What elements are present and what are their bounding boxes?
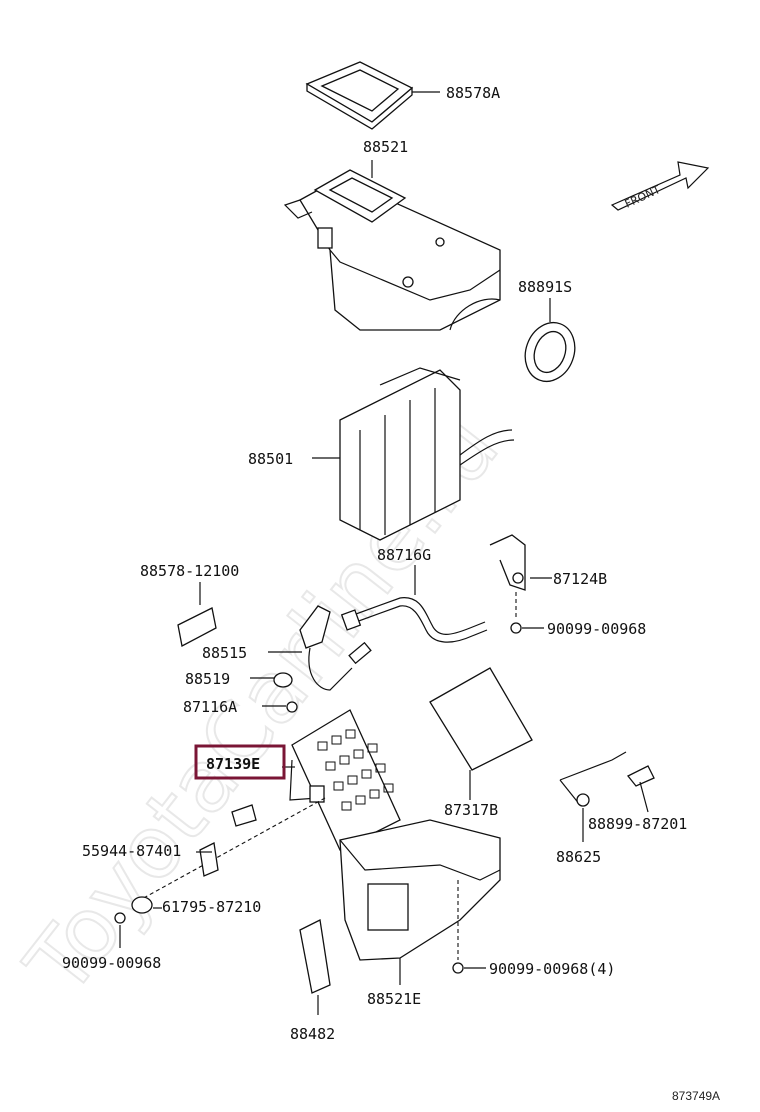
clip-88519-drawing bbox=[250, 672, 293, 688]
evaporator-88501-drawing bbox=[312, 367, 515, 541]
ring-88891S-drawing bbox=[524, 298, 576, 383]
label-87116A[interactable]: 87116A bbox=[183, 698, 237, 716]
tube-88716G-drawing bbox=[340, 565, 488, 643]
label-90099-00968-right[interactable]: 90099-00968 bbox=[547, 620, 646, 638]
label-88521[interactable]: 88521 bbox=[363, 138, 408, 156]
label-90099-00968-4[interactable]: 90099-00968(4) bbox=[489, 960, 615, 978]
label-88501[interactable]: 88501 bbox=[248, 450, 293, 468]
front-arrow-icon: FRONT bbox=[610, 161, 710, 211]
cover-88482-drawing bbox=[299, 919, 331, 1015]
highlight-box bbox=[194, 744, 286, 780]
bracket-87124B-drawing bbox=[489, 534, 552, 618]
sensor-88515-drawing bbox=[268, 605, 372, 691]
label-88625[interactable]: 88625 bbox=[556, 848, 601, 866]
clamp-drawing bbox=[139, 797, 326, 901]
small-parts-drawing bbox=[114, 842, 219, 948]
label-88519[interactable]: 88519 bbox=[185, 670, 230, 688]
clip-87116A-drawing bbox=[262, 701, 298, 713]
label-88482[interactable]: 88482 bbox=[290, 1025, 335, 1043]
heater-core-87139E-drawing bbox=[282, 709, 401, 851]
label-55944-87401[interactable]: 55944-87401 bbox=[82, 842, 181, 860]
label-90099-00968-left[interactable]: 90099-00968 bbox=[62, 954, 161, 972]
label-61795-87210[interactable]: 61795-87210 bbox=[162, 898, 261, 916]
label-88515[interactable]: 88515 bbox=[202, 644, 247, 662]
gasket-88578A-drawing bbox=[305, 61, 440, 130]
lower-case-88521E-drawing bbox=[339, 819, 501, 985]
link-88899-87201-drawing bbox=[559, 751, 655, 842]
diagram-code: 873749A bbox=[672, 1089, 720, 1103]
label-88578A[interactable]: 88578A bbox=[446, 84, 500, 102]
screw-90099-00968-right-drawing bbox=[510, 622, 544, 634]
label-87317B[interactable]: 87317B bbox=[444, 801, 498, 819]
pad-88578-12100-drawing bbox=[177, 582, 217, 647]
label-87124B[interactable]: 87124B bbox=[553, 570, 607, 588]
label-88891S[interactable]: 88891S bbox=[518, 278, 572, 296]
label-88578-12100[interactable]: 88578-12100 bbox=[140, 562, 239, 580]
label-88521E[interactable]: 88521E bbox=[367, 990, 421, 1008]
label-88716G[interactable]: 88716G bbox=[377, 546, 431, 564]
filter-87317B-drawing bbox=[429, 667, 533, 800]
label-88899-87201[interactable]: 88899-87201 bbox=[588, 815, 687, 833]
front-label: FRONT bbox=[623, 183, 663, 211]
label-87139E[interactable]: 87139E bbox=[206, 755, 260, 773]
upper-case-88521-drawing bbox=[283, 160, 501, 331]
